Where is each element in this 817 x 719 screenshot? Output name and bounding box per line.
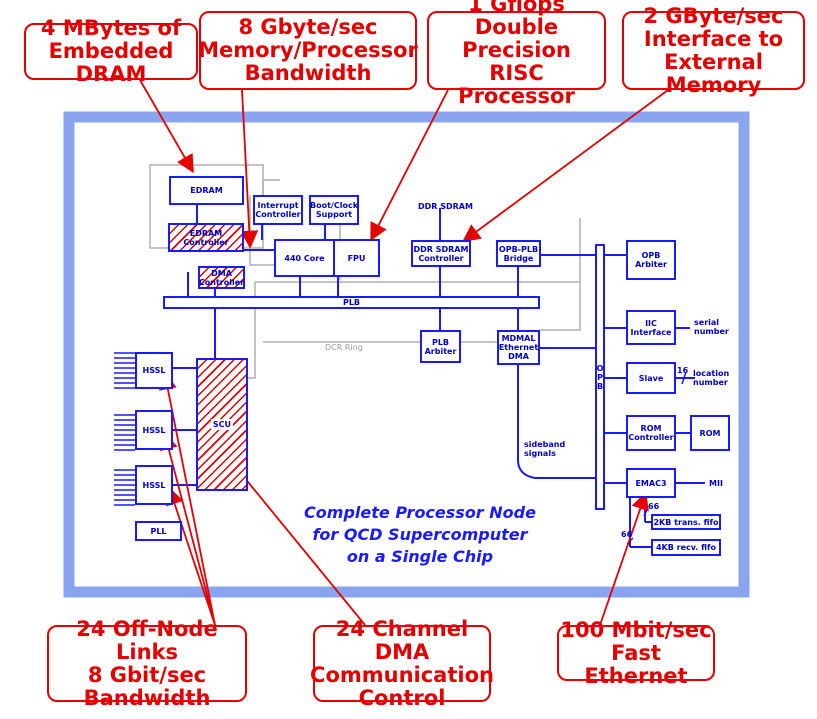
ddr-controller-block: DDR SDRAM Controller bbox=[411, 240, 471, 267]
core-440-block: 440 Core bbox=[274, 239, 335, 277]
plb-arbiter-label: PLB Arbiter bbox=[424, 337, 457, 356]
edram-controller-label: EDRAM Controller bbox=[183, 228, 229, 247]
opb-plb-bridge-label: OPB-PLB Bridge bbox=[498, 244, 539, 263]
callout-edram-text: 4 MBytes of Embedded DRAM bbox=[40, 16, 182, 86]
dcr-ring-label: DCR Ring bbox=[325, 343, 363, 352]
hssl-label-3: HSSL bbox=[142, 480, 166, 490]
fifo-trans-label: 2KB trans. fifo bbox=[653, 517, 719, 527]
opb-bus: O P B bbox=[595, 244, 605, 510]
fifo-trans-block: 2KB trans. fifo bbox=[651, 514, 721, 530]
callout-external-memory: 2 GByte/sec Interface to External Memory bbox=[622, 4, 805, 96]
callout-ethernet-text: 100 Mbit/sec Fast Ethernet bbox=[560, 617, 712, 688]
mdmal-block: MDMAL Ethernet DMA bbox=[497, 330, 540, 365]
rom-controller-label: ROM Controller bbox=[628, 424, 674, 442]
core-440-label: 440 Core bbox=[284, 253, 325, 263]
callout-ethernet: 100 Mbit/sec Fast Ethernet bbox=[557, 618, 715, 687]
fifo-recv-block: 4KB recv. fifo bbox=[651, 539, 721, 556]
plb-bus: PLB bbox=[163, 296, 540, 309]
callout-dma: 24 Channel DMA Communication Control bbox=[310, 617, 494, 709]
fpu-block: FPU bbox=[333, 239, 380, 277]
hssl-label-1: HSSL bbox=[142, 366, 166, 375]
emac3-label: EMAC3 bbox=[635, 478, 667, 488]
pll-label: PLL bbox=[150, 526, 167, 536]
opb-label: O P B bbox=[596, 363, 604, 391]
slave-block: Slave bbox=[626, 362, 676, 394]
callout-arrows bbox=[139, 79, 669, 626]
callout-gflops-text: 1 Gflops Double Precision RISC Processor bbox=[458, 0, 575, 108]
slave-label: Slave bbox=[638, 373, 664, 383]
fpu-label: FPU bbox=[347, 253, 366, 263]
rom-controller-block: ROM Controller bbox=[626, 415, 676, 451]
interrupt-controller-block: Interrupt Controller bbox=[253, 195, 303, 225]
callout-bandwidth: 8 Gbyte/sec Memory/Processor Bandwidth bbox=[198, 11, 418, 90]
hssl-block-3: HSSL bbox=[135, 465, 173, 505]
boot-clock-block: Boot/Clock Support bbox=[309, 195, 359, 225]
hssl-block-2: HSSL bbox=[135, 410, 173, 450]
bus-width-16-label: 16 bbox=[677, 366, 689, 375]
rom-block: ROM bbox=[690, 415, 730, 451]
interrupt-controller-label: Interrupt Controller bbox=[255, 201, 301, 219]
callout-bandwidth-text: 8 Gbyte/sec Memory/Processor Bandwidth bbox=[198, 15, 418, 85]
hssl-block-1: HSSL bbox=[135, 352, 173, 389]
callout-external-text: 2 GByte/sec Interface to External Memory bbox=[643, 3, 784, 97]
hssl-label-2: HSSL bbox=[142, 425, 166, 435]
iic-label: IIC Interface bbox=[630, 318, 672, 337]
edram-controller-block: EDRAM Controller bbox=[168, 223, 244, 252]
fifo-recv-label: 4KB recv. fifo bbox=[655, 543, 717, 552]
edram-block: EDRAM bbox=[169, 176, 244, 205]
edram-label: EDRAM bbox=[190, 186, 223, 195]
callout-links: 24 Off-Node Links 8 Gbit/sec Bandwidth bbox=[47, 617, 247, 709]
plb-label: PLB bbox=[342, 298, 361, 307]
callout-links-text: 24 Off-Node Links 8 Gbit/sec Bandwidth bbox=[76, 616, 218, 710]
callout-dma-text: 24 Channel DMA Communication Control bbox=[310, 616, 494, 710]
opb-arbiter-block: OPB Arbiter bbox=[626, 240, 676, 280]
callout-edram: 4 MBytes of Embedded DRAM bbox=[24, 17, 198, 86]
mii-label: MII bbox=[709, 479, 723, 488]
boot-clock-label: Boot/Clock Support bbox=[310, 201, 359, 219]
plb-arbiter-block: PLB Arbiter bbox=[420, 330, 461, 363]
scu-block: SCU bbox=[196, 358, 248, 491]
location-number-label: location number bbox=[693, 369, 730, 387]
mdmal-label: MDMAL Ethernet DMA bbox=[498, 334, 539, 361]
scu-label: SCU bbox=[210, 419, 234, 430]
chip-frame bbox=[63, 111, 750, 598]
ddr-controller-label: DDR SDRAM Controller bbox=[413, 244, 469, 263]
pll-block: PLL bbox=[135, 521, 182, 541]
bus-width-66-trans-label: 66 bbox=[648, 502, 660, 511]
dma-controller-block: DMA Controller bbox=[198, 266, 245, 289]
diagram-title: Complete Processor Node for QCD Supercom… bbox=[304, 503, 536, 566]
opb-arbiter-label: OPB Arbiter bbox=[635, 251, 667, 269]
opb-plb-bridge-block: OPB-PLB Bridge bbox=[496, 240, 541, 267]
sideband-signals-label: sideband signals bbox=[524, 440, 566, 458]
serial-number-label: serial number bbox=[694, 318, 729, 336]
bus-width-66-recv-label: 66 bbox=[621, 530, 633, 539]
iic-interface-block: IIC Interface bbox=[626, 310, 676, 345]
callout-gflops: 1 Gflops Double Precision RISC Processor bbox=[427, 0, 606, 108]
dma-controller-label: DMA Controller bbox=[198, 268, 245, 287]
emac3-block: EMAC3 bbox=[626, 468, 676, 498]
rom-label: ROM bbox=[699, 428, 721, 438]
ddr-sdram-label: DDR SDRAM bbox=[418, 202, 473, 211]
